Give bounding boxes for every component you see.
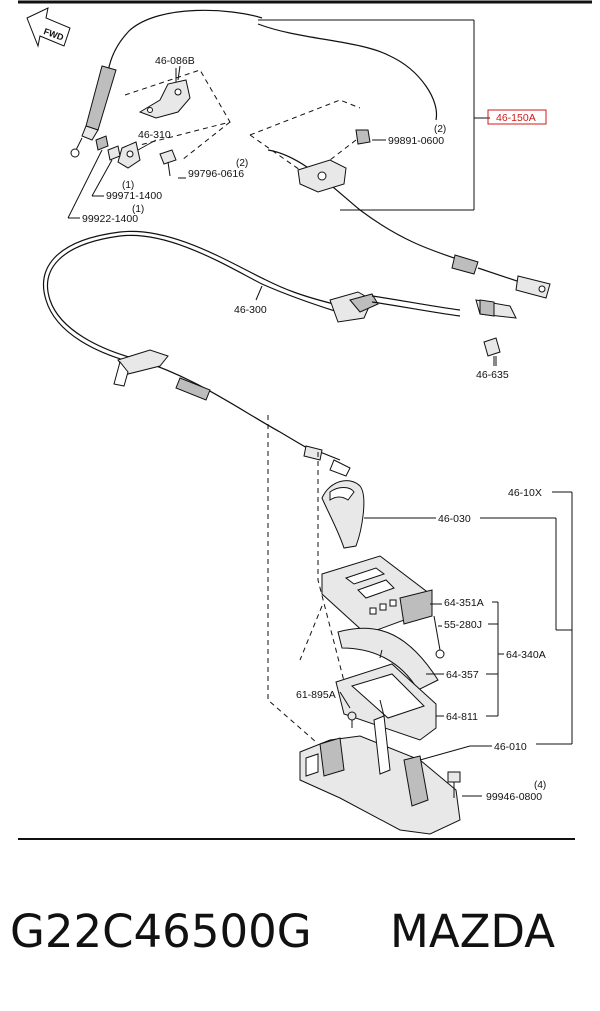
parts-diagram: FWD (18, 0, 592, 840)
bezel-64-811 (335, 649, 437, 741)
part-number: G22C46500G (10, 905, 312, 958)
qty-99796: (2) (236, 158, 248, 169)
label-46-300: 46-300 (234, 304, 267, 316)
label-46-10X: 46-10X (508, 487, 542, 499)
bolt-99946-0800 (447, 771, 461, 798)
label-64-351A: 64-351A (444, 597, 484, 609)
label-64-811: 64-811 (446, 711, 478, 723)
bracket-46-310 (95, 129, 371, 177)
caption: G22C46500G MAZDA (0, 892, 600, 972)
brand-name: MAZDA (390, 905, 556, 958)
label-99946-0800: 99946-0800 (486, 791, 542, 803)
label-46-635: 46-635 (476, 369, 509, 381)
label-55-280J: 55-280J (444, 619, 482, 631)
label-46-310: 46-310 (138, 129, 171, 141)
clip-46-635 (483, 337, 501, 366)
label-46-150A: 46-150A (496, 112, 536, 124)
label-99796-0616: 99796-0616 (188, 168, 244, 180)
cable-mount-bracket (297, 159, 347, 193)
label-64-340A: 64-340A (506, 649, 546, 661)
label-99971-1400: 99971-1400 (106, 190, 162, 202)
fwd-arrow-icon: FWD (26, 7, 71, 48)
bracket-46-086B (138, 65, 191, 119)
callout-bracket-46-150A (258, 19, 547, 211)
label-46-010: 46-010 (494, 741, 527, 753)
leaders-upper (67, 68, 386, 219)
label-46-030: 46-030 (438, 513, 471, 525)
qty-99891: (2) (434, 124, 446, 135)
label-99922-1400: 99922-1400 (82, 213, 138, 225)
qty-99946: (4) (534, 780, 546, 791)
label-99891-0600: 99891-0600 (388, 135, 444, 147)
label-64-357: 64-357 (446, 669, 479, 681)
qty-99922: (1) (132, 204, 144, 215)
cable-46-300 (42, 230, 517, 477)
shift-knob-46-030 (321, 480, 365, 549)
bulb-55-280J (433, 615, 445, 659)
dashed-guides-upper (124, 69, 361, 171)
screw-61-895A (347, 711, 357, 728)
plate-64-357 (337, 627, 439, 691)
qty-99971: (1) (122, 180, 134, 191)
label-46-086B: 46-086B (155, 55, 195, 67)
leaders-lower (255, 285, 573, 797)
label-61-895A: 61-895A (296, 689, 336, 701)
indicator-panel-64-351A (321, 555, 433, 635)
cable-46-150A (70, 9, 551, 299)
shifter-base-46-010 (299, 699, 461, 835)
